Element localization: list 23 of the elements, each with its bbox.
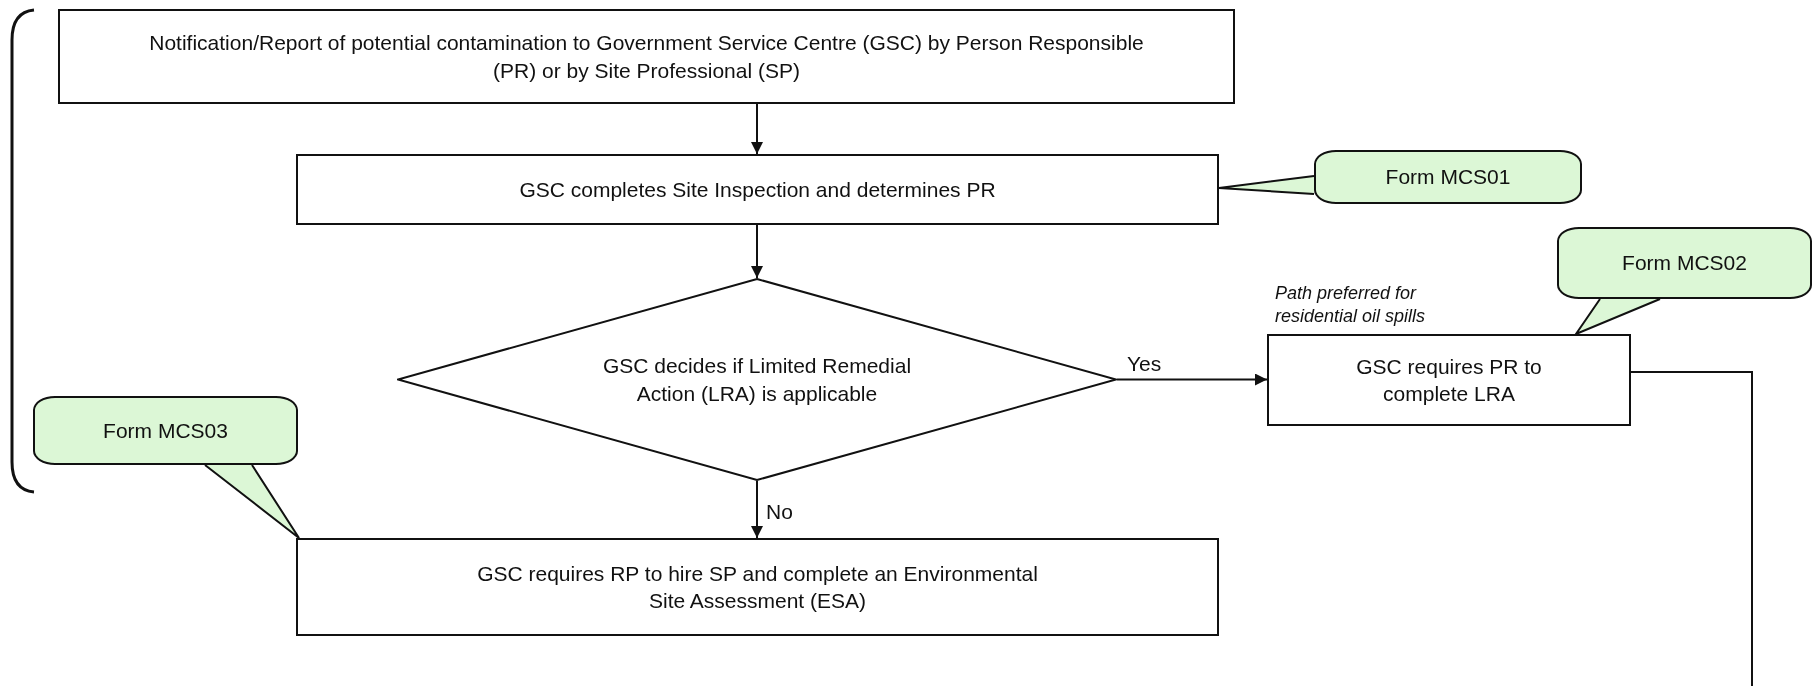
callout-text: Form MCS01 bbox=[1385, 164, 1511, 191]
process-box bbox=[58, 9, 1235, 104]
callout-text: Form MCS02 bbox=[1622, 250, 1747, 277]
callout-pointer bbox=[1573, 298, 1661, 337]
arrow bbox=[751, 103, 763, 155]
arrow bbox=[1116, 373, 1268, 386]
callout-bubble bbox=[1314, 150, 1582, 204]
arrow bbox=[751, 224, 763, 279]
note-text: Path preferred for residential oil spills bbox=[1275, 282, 1427, 327]
decision-text: GSC decides if Limited Remedial Action (LRA) is applicable bbox=[601, 353, 913, 407]
decision-diamond bbox=[397, 278, 1117, 481]
process-box bbox=[296, 154, 1219, 225]
step-text: GSC requires PR to complete LRA bbox=[1355, 353, 1543, 407]
arrow bbox=[751, 480, 763, 539]
process-box bbox=[1267, 334, 1631, 426]
process-box bbox=[296, 538, 1219, 636]
step-text: GSC requires RP to hire SP and complete an Environmental Site Assessment (ESA) bbox=[476, 560, 1039, 614]
connector-line bbox=[1630, 371, 1753, 686]
callout-pointer bbox=[204, 464, 300, 539]
step-text: Notification/Report of potential contamination to Government Service Centre (GSC) by Person Responsible (PR) or by Site Professional (SP) bbox=[148, 30, 1145, 84]
step-text: GSC completes Site Inspection and determines PR bbox=[519, 176, 996, 203]
callout-pointer bbox=[1218, 175, 1315, 195]
callout-text: Form MCS03 bbox=[103, 417, 228, 444]
